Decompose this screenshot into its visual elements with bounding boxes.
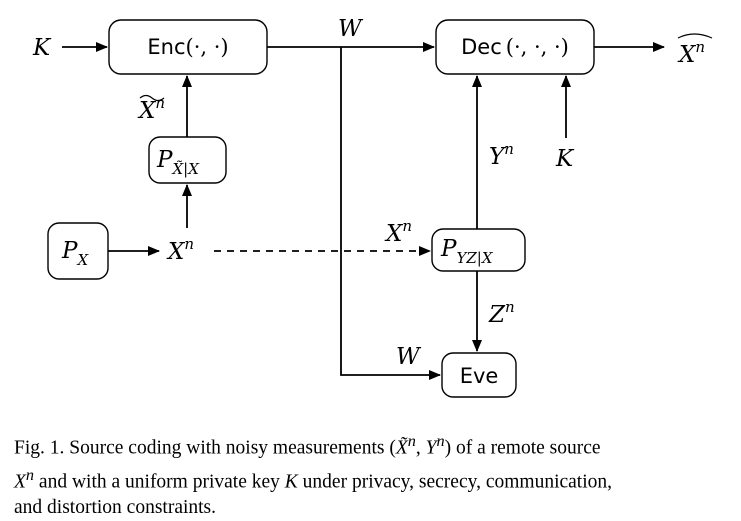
source-distribution-block: PX bbox=[47, 222, 109, 280]
figure-caption: Fig. 1. Source coding with noisy measure… bbox=[14, 432, 613, 518]
svg-text:PX: PX bbox=[61, 238, 89, 269]
caption-line3: and distortion constraints. bbox=[14, 497, 217, 518]
svg-text:Dec(·, ·, ·): Dec(·, ·, ·) bbox=[461, 35, 569, 59]
decoder-key-label: K bbox=[555, 146, 575, 172]
eve-measurement-label: Zn bbox=[488, 298, 515, 328]
encoder-block: Enc(·, ·) bbox=[108, 19, 268, 75]
estimate-output-label: Xn bbox=[677, 33, 713, 68]
svg-text:PYZ|X: PYZ|X bbox=[440, 236, 494, 267]
caption-remote: of a remote source bbox=[456, 437, 601, 459]
svg-text:Eve: Eve bbox=[460, 364, 499, 388]
message-to-eve-arrow bbox=[340, 47, 441, 380]
message-to-eve-label: W bbox=[396, 344, 422, 370]
observation-channel-block: PX̃|X bbox=[148, 136, 227, 184]
svg-text:PX̃|X: PX̃|X bbox=[156, 147, 200, 178]
key-input-label: K bbox=[32, 35, 52, 61]
noisy-measurement-label: Xn bbox=[137, 94, 165, 124]
measurement-channel-block: PYZ|X bbox=[431, 228, 526, 272]
caption-line2b: under privacy, secrecy, communication, bbox=[302, 471, 613, 492]
svg-text:Xn: Xn bbox=[677, 38, 705, 68]
decoder-measurement-label: Yn bbox=[489, 140, 514, 170]
eve-block: Eve bbox=[441, 352, 517, 398]
source-label: Xn bbox=[166, 235, 194, 265]
svg-text:Enc(·, ·): Enc(·, ·) bbox=[147, 35, 228, 59]
svg-text:Xn: Xn bbox=[137, 94, 165, 124]
source-into-channel-label: Xn bbox=[384, 217, 412, 247]
message-label: W bbox=[338, 16, 364, 42]
caption-label: Fig. 1. bbox=[14, 437, 65, 459]
caption-line2: and with a uniform private key bbox=[38, 471, 280, 492]
system-block-diagram: Enc(·, ·) Dec(·, ·, ·) PX̃|X PX PYZ|X Ev… bbox=[32, 16, 713, 398]
decoder-block: Dec(·, ·, ·) bbox=[435, 19, 595, 75]
caption-line1: Source coding with noisy measurements bbox=[69, 437, 385, 459]
